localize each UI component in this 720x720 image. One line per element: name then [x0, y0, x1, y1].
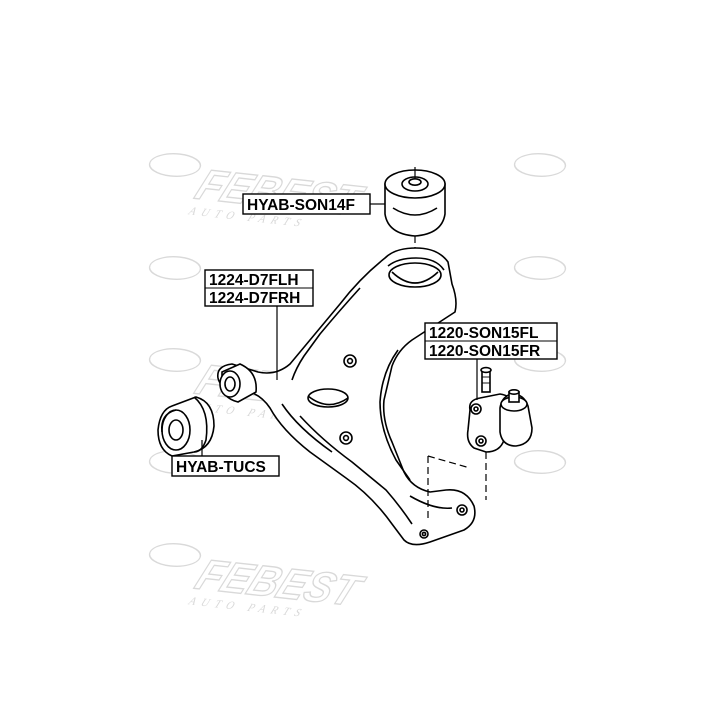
label-ball-joint-right-text: 1220-SON15FR	[429, 343, 540, 360]
label-control-arm: 1224-D7FLH 1224-D7FRH	[204, 269, 314, 307]
watermark-logo	[513, 256, 567, 280]
label-top-bushing: HYAB-SON14F	[242, 193, 371, 215]
front-bushing-drawing	[157, 396, 215, 457]
label-front-bushing: HYAB-TUCS	[171, 455, 280, 477]
watermark-logo	[513, 450, 567, 474]
watermark-logo	[148, 256, 202, 280]
top-bushing-drawing	[384, 167, 446, 237]
label-top-bushing-text: HYAB-SON14F	[247, 197, 355, 214]
watermark-logo: FEBEST AUTO PARTS	[148, 153, 372, 230]
watermark-logo: FEBEST AUTO PARTS	[148, 543, 372, 620]
label-ball-joint: 1220-SON15FL 1220-SON15FR	[424, 322, 558, 360]
arm-front-bushing	[219, 363, 257, 403]
label-ball-joint-left-text: 1220-SON15FL	[429, 325, 538, 342]
ball-joint-mount-dash	[427, 455, 471, 520]
label-arm-left-text: 1224-D7FLH	[209, 272, 299, 289]
control-arm-drawing	[216, 247, 476, 546]
watermark-logo	[513, 153, 567, 177]
label-front-bushing-text: HYAB-TUCS	[176, 459, 266, 476]
ball-joint-drawing	[466, 366, 533, 453]
label-arm-right-text: 1224-D7FRH	[209, 290, 300, 307]
leader-lines	[201, 203, 478, 456]
